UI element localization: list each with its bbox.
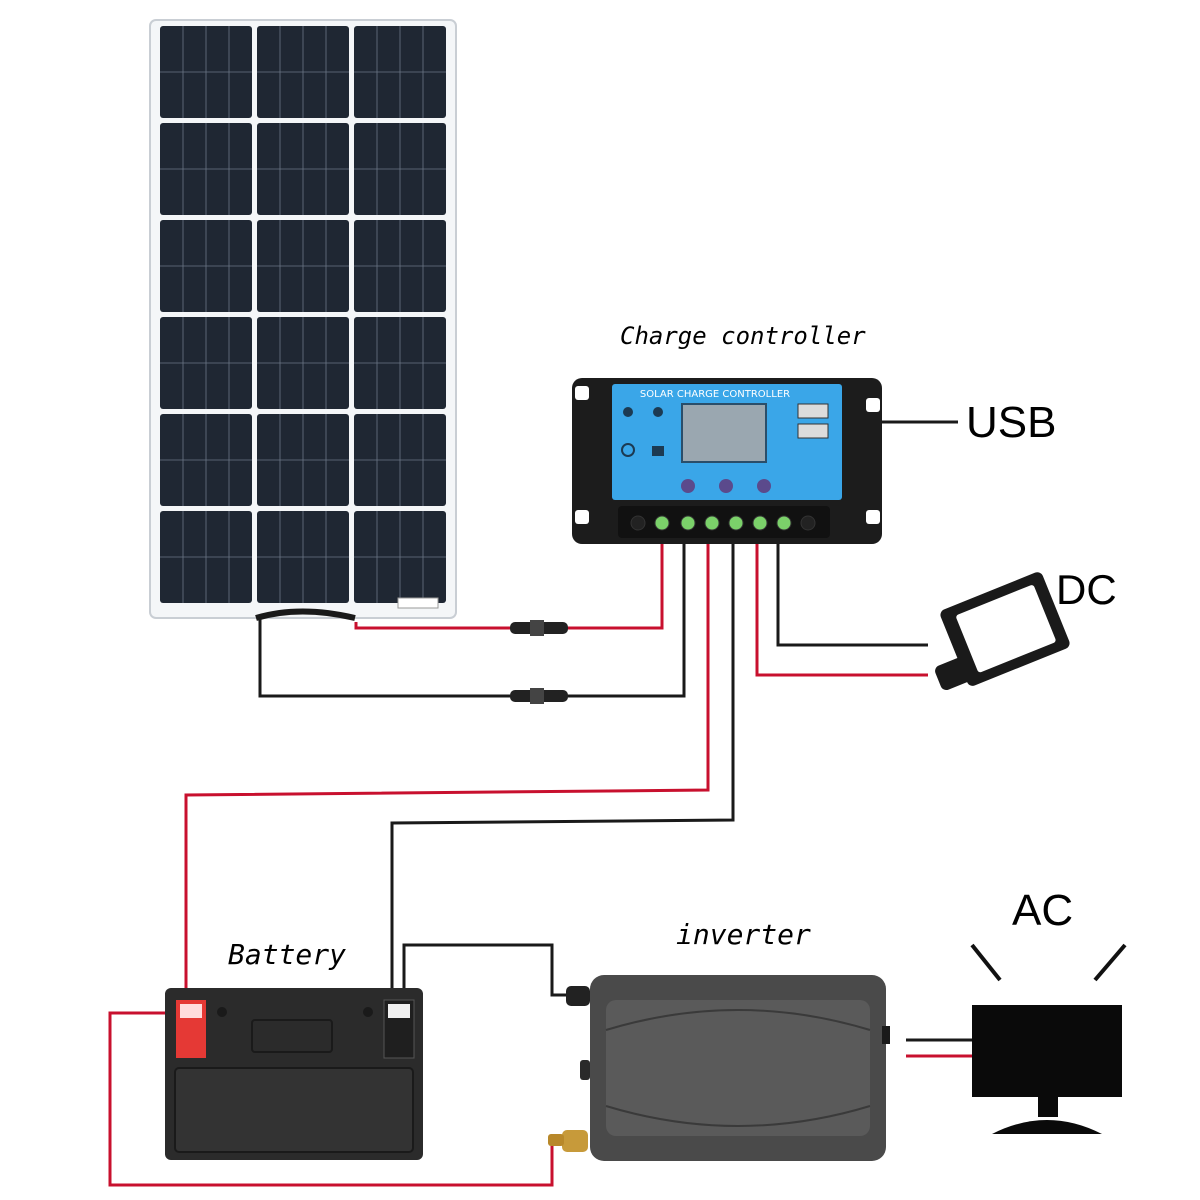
controller-terminal <box>680 515 696 531</box>
lamp-icon <box>935 572 1070 691</box>
controller-terminal <box>752 515 768 531</box>
mc4-connector-negative <box>510 688 568 704</box>
inverter-negative-wire <box>402 943 580 1000</box>
controller-screw <box>630 515 646 531</box>
solar-panel-icon <box>149 19 457 621</box>
battery-negative-wire <box>390 540 735 1000</box>
label-ac: AC <box>1012 886 1074 935</box>
label-dc: DC <box>1056 566 1117 613</box>
controller-terminal <box>654 515 670 531</box>
panel-negative-wire <box>258 540 686 698</box>
load-positive-wire <box>755 540 928 677</box>
load-negative-wire <box>776 540 928 647</box>
inverter-icon <box>548 975 890 1161</box>
panel-positive-wire <box>354 540 664 630</box>
charge-controller-icon: SOLAR CHARGE CONTROLLER <box>572 378 882 544</box>
label-usb: USB <box>966 398 1057 447</box>
solar-cells <box>160 26 446 603</box>
controller-screw <box>800 515 816 531</box>
battery-icon <box>165 988 423 1160</box>
controller-panel-text: SOLAR CHARGE CONTROLLER <box>640 389 790 400</box>
label-charge-controller: Charge controller <box>620 322 866 350</box>
controller-terminal <box>728 515 744 531</box>
label-battery: Battery <box>228 938 347 971</box>
wiring <box>108 420 972 1187</box>
battery-positive-wire <box>184 540 710 1000</box>
mc4-connector-positive <box>510 620 568 636</box>
controller-terminal <box>776 515 792 531</box>
controller-terminal <box>704 515 720 531</box>
label-inverter: inverter <box>676 918 811 951</box>
monitor-icon <box>970 943 1127 1134</box>
